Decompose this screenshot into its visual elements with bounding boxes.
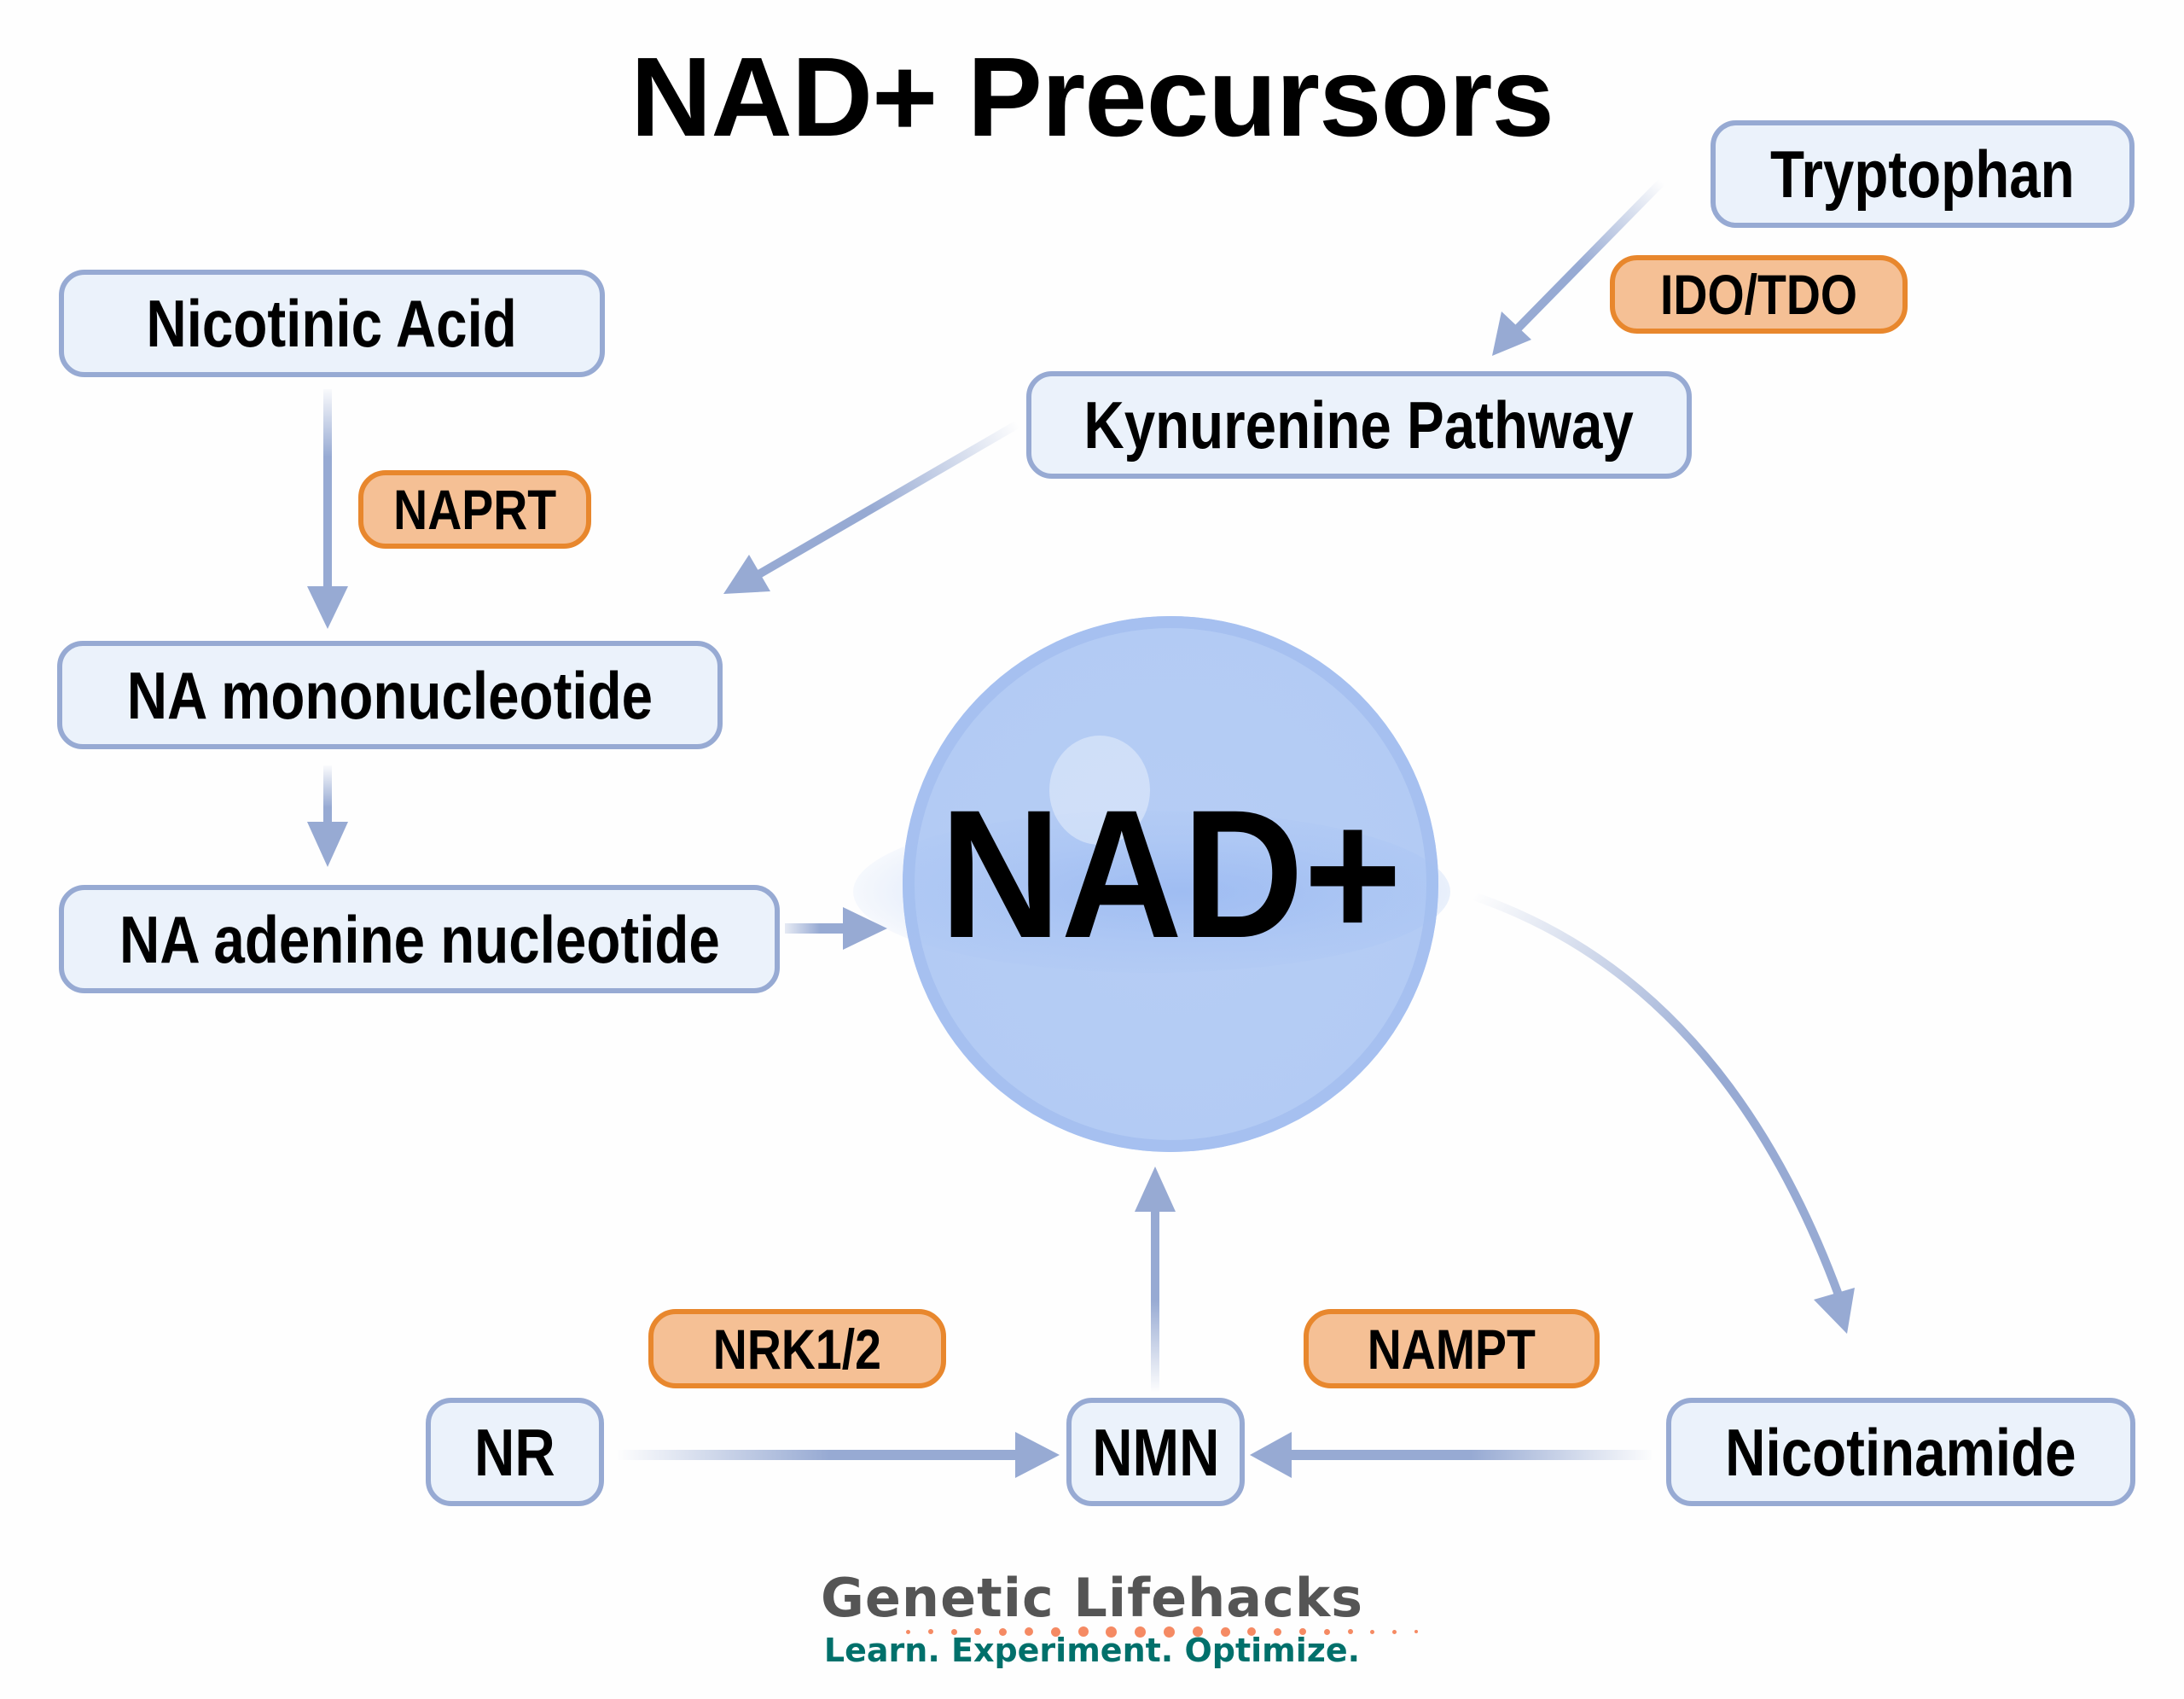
arrow-nicotinamide-to-nmn (1250, 1432, 1652, 1478)
arrow-nad-to-nicotinamide (1472, 892, 1855, 1334)
node-tryptophan: Tryptophan (1711, 120, 2135, 228)
node-label: NR (474, 1414, 555, 1490)
enzyme-label: NRK1/2 (712, 1317, 882, 1381)
node-na-adenine-nucleotide: NA adenine nucleotide (59, 885, 780, 993)
node-na-mononucleotide: NA mononucleotide (57, 641, 723, 749)
node-nr: NR (426, 1398, 604, 1506)
arrow-nmn-to-nad (1135, 1167, 1176, 1393)
nad-label: NAD+ (903, 783, 1438, 966)
enzyme-naprt: NAPRT (358, 470, 591, 549)
enzyme-nampt: NAMPT (1304, 1309, 1600, 1388)
arrow-tryptophan-to-kynurenine (1492, 178, 1665, 356)
node-label: Kynurenine Pathway (1083, 387, 1635, 463)
node-nicotinamide: Nicotinamide (1666, 1398, 2135, 1506)
node-label: Nicotinic Acid (146, 286, 518, 361)
node-kynurenine-pathway: Kynurenine Pathway (1026, 371, 1692, 479)
nad-label-text: NAD+ (939, 772, 1402, 976)
enzyme-label: IDO/TDO (1660, 263, 1857, 326)
enzyme-nrk: NRK1/2 (648, 1309, 946, 1388)
arrow-na-adenine-to-nad (785, 907, 887, 950)
brand-tagline: Learn. Experiment. Optimize. (823, 1632, 1361, 1669)
node-label: NA mononucleotide (126, 657, 653, 733)
node-label: NMN (1091, 1414, 1220, 1490)
brand-name: Genetic Lifehacks (820, 1567, 1363, 1629)
node-label: NA adenine nucleotide (119, 901, 720, 977)
page-title: NAD+ Precursors (630, 34, 1554, 160)
brand-dots-divider (906, 1626, 1418, 1638)
enzyme-label: NAMPT (1367, 1317, 1536, 1381)
node-label: Tryptophan (1770, 137, 2075, 212)
nad-sphere-glow (853, 811, 1450, 973)
enzyme-label: NAPRT (393, 478, 556, 541)
node-nicotinic-acid: Nicotinic Acid (59, 270, 605, 377)
node-label: Nicotinamide (1725, 1414, 2077, 1490)
arrow-kynurenine-to-na-mononucleotide (723, 420, 1020, 594)
arrow-nr-to-nmn (616, 1432, 1060, 1478)
arrow-nicotinic-acid-to-na-mononucleotide (307, 389, 348, 629)
arrow-na-mononucleotide-to-na-adenine (307, 765, 348, 867)
enzyme-ido-tdo: IDO/TDO (1610, 255, 1908, 334)
node-nmn: NMN (1066, 1398, 1245, 1506)
nad-sphere-highlight (1049, 736, 1150, 845)
